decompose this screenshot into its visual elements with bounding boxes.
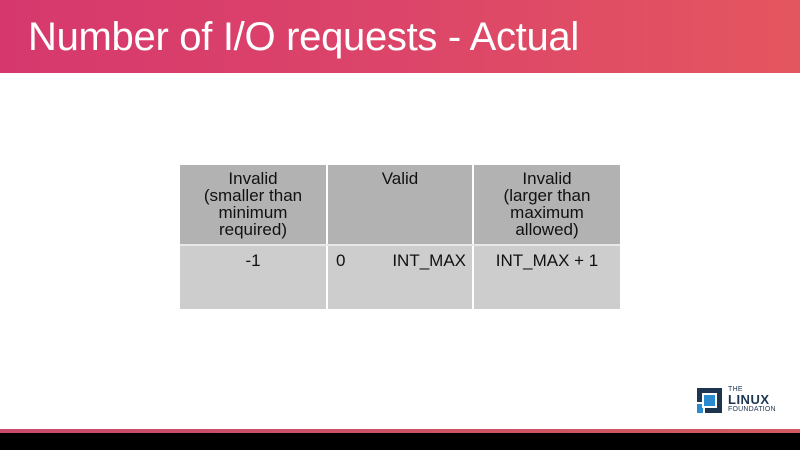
linux-foundation-logo: THE LINUX FOUNDATION	[697, 386, 797, 420]
valid-max-value: INT_MAX	[392, 251, 466, 270]
footer-accent-stripe	[0, 429, 800, 433]
linux-foundation-mark-icon	[697, 388, 722, 413]
valid-min-value: 0	[336, 251, 346, 270]
header-invalid-high: Invalid (larger than maximum allowed)	[473, 165, 620, 246]
cell-valid: 0 INT_MAX	[327, 245, 474, 309]
header-text: (smaller than	[203, 186, 303, 205]
cell-invalid-high: INT_MAX + 1	[473, 245, 620, 309]
header-text: allowed)	[515, 220, 579, 239]
logo-text-the: THE	[728, 386, 743, 393]
logo-wordmark: THE LINUX FOUNDATION	[728, 386, 776, 414]
slide-header: Number of I/O requests - Actual	[0, 0, 800, 73]
table-header-row: Invalid (smaller than minimum required) …	[180, 165, 620, 246]
header-valid: Valid	[327, 165, 474, 246]
header-text: Invalid	[522, 169, 572, 188]
header-text: minimum	[218, 203, 288, 222]
io-request-range-table: Invalid (smaller than minimum required) …	[180, 165, 620, 309]
footer-bar	[0, 433, 800, 450]
cell-invalid-low: -1	[180, 245, 328, 309]
header-text: Invalid	[228, 169, 278, 188]
slide-title: Number of I/O requests - Actual	[28, 15, 579, 59]
header-text: required)	[218, 220, 288, 239]
header-text: Valid	[381, 169, 419, 188]
table-row: -1 0 INT_MAX INT_MAX + 1	[180, 245, 620, 309]
header-text: (larger than	[503, 186, 591, 205]
logo-text-linux: LINUX	[728, 392, 770, 407]
header-text: maximum	[510, 203, 584, 222]
logo-text-foundation: FOUNDATION	[728, 406, 776, 413]
header-invalid-low: Invalid (smaller than minimum required)	[180, 165, 328, 246]
